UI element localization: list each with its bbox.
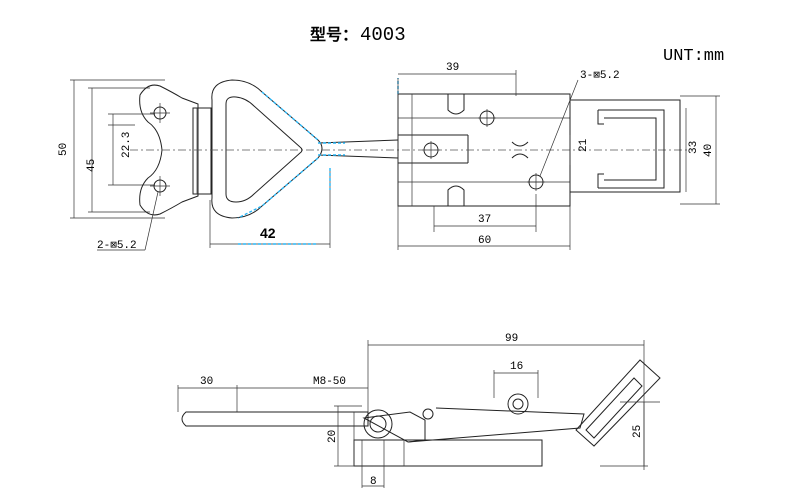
dim-37: 37 <box>478 214 491 226</box>
left-base-plate <box>139 84 199 216</box>
dim-21: 21 <box>578 138 590 152</box>
hook-tab <box>575 359 661 447</box>
unit-label: UNT:mm <box>663 47 724 66</box>
thread-label: M8-50 <box>313 376 346 388</box>
lever-pivot <box>507 393 529 415</box>
dim-30: 30 <box>200 376 213 388</box>
dim-20: 20 <box>327 430 339 443</box>
dim-99: 99 <box>505 333 518 345</box>
handle-loop-inner <box>225 96 303 203</box>
side-view: 99 16 30 M8-50 <box>177 333 661 488</box>
dim-60: 60 <box>478 235 491 247</box>
model-number: 4003 <box>360 24 406 46</box>
dim-25: 25 <box>632 425 644 438</box>
model-label: 型号： <box>310 25 358 44</box>
hinge-block <box>192 107 212 195</box>
dim-50: 50 <box>58 143 70 156</box>
slot-top <box>447 94 465 115</box>
top-view: 50 45 22.3 <box>58 62 720 252</box>
dim-33: 33 <box>688 141 700 154</box>
slot-bottom <box>447 185 465 206</box>
hole-label-left: 2-⊠5.2 <box>97 240 137 252</box>
dim-40: 40 <box>703 144 715 157</box>
hinge-pin-outer <box>363 409 393 439</box>
threaded-rod <box>181 411 369 427</box>
title-block: 型号： 4003 <box>310 24 406 46</box>
dim-42: 42 <box>260 225 276 241</box>
dim-16: 16 <box>510 361 523 373</box>
dim-45: 45 <box>86 159 98 172</box>
handle-loop-outer <box>211 79 323 219</box>
dim-39: 39 <box>446 62 459 74</box>
dim-22-3: 22.3 <box>121 132 133 158</box>
lever-arm <box>407 407 585 443</box>
hinge-pin-inner <box>369 415 387 433</box>
dim-8: 8 <box>370 476 377 488</box>
hole-label-right: 3-⊠5.2 <box>580 70 620 82</box>
side-base-plate <box>353 439 543 467</box>
